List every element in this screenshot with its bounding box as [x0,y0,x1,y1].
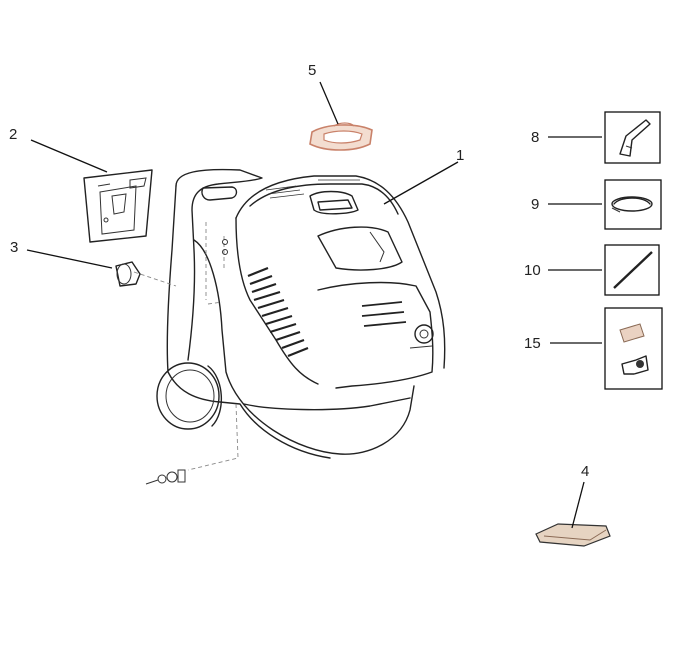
fastener-set [145,469,186,485]
main-unit[interactable] [133,168,446,471]
accessory-box-8[interactable] [604,111,661,164]
callout-1: 1 [456,147,464,164]
accessory-box-10[interactable] [604,244,660,296]
callout-8: 8 [531,129,539,146]
nozzle-cap-part[interactable] [115,261,141,287]
hose-ring-part[interactable] [309,122,373,151]
callout-10: 10 [524,262,541,279]
callout-5: 5 [308,62,316,79]
accessory-box-9[interactable] [604,179,662,230]
side-panel-part[interactable] [83,169,153,243]
callout-9: 9 [531,196,539,213]
leader-2 [30,139,108,173]
leader-1 [383,161,459,205]
callout-2: 2 [9,126,17,143]
callout-3: 3 [10,239,18,256]
leader-3 [26,249,113,269]
accessory-box-15[interactable] [604,307,663,390]
leader-4 [571,481,585,529]
leader-5 [319,81,339,125]
callout-4: 4 [581,463,589,480]
callout-15: 15 [524,335,541,352]
accessory-pad-part[interactable] [535,523,611,547]
